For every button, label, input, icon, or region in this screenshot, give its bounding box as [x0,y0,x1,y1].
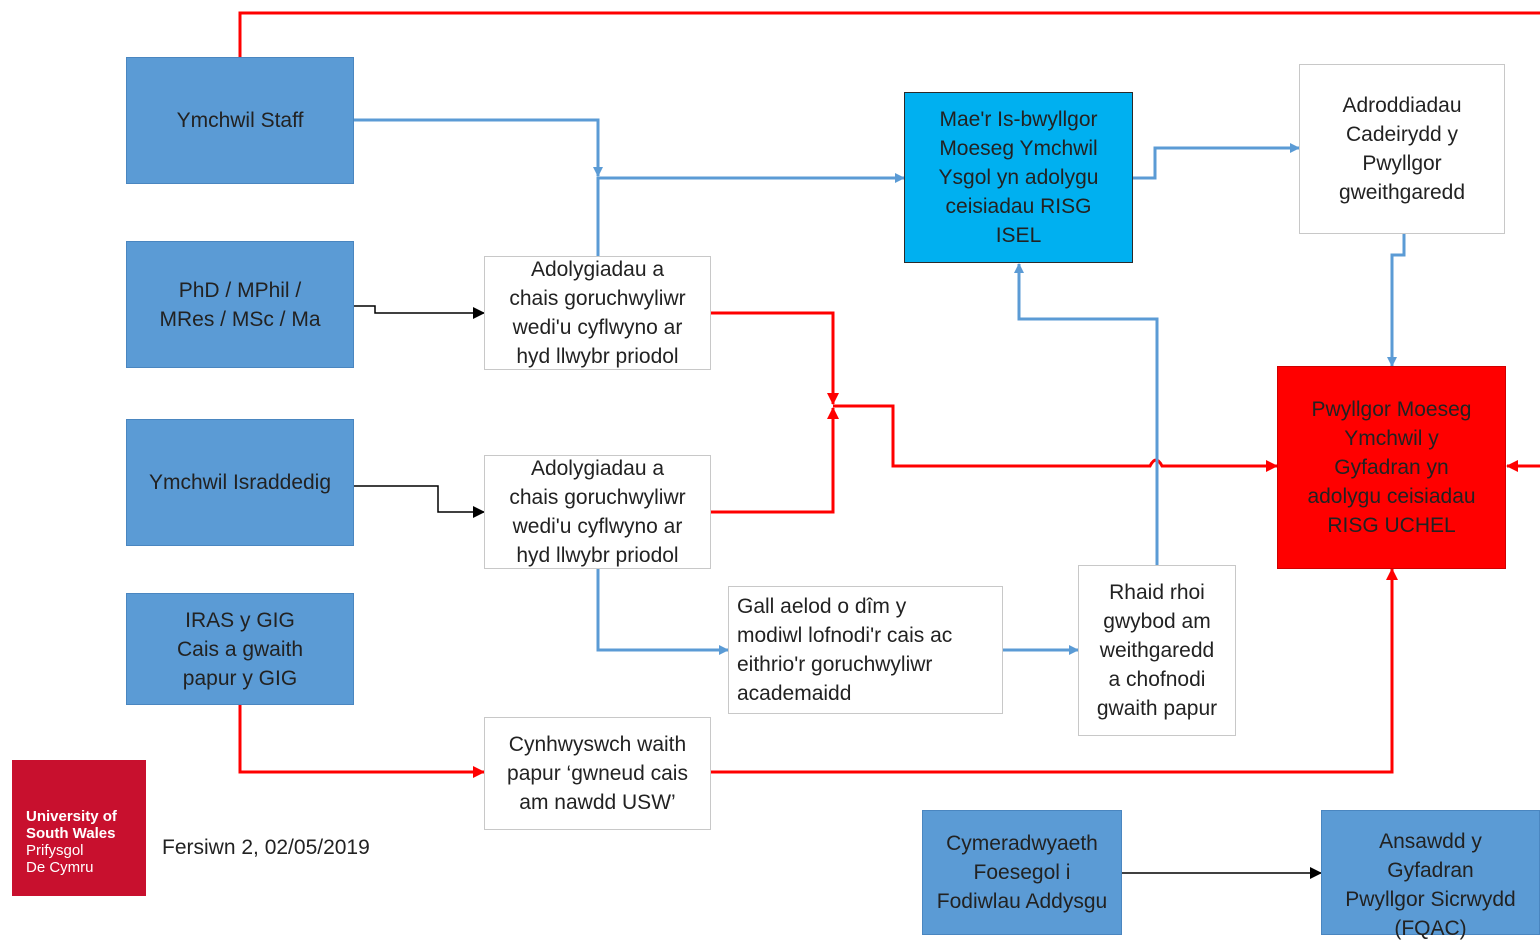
box-teaching-ethical-approval: Cymeradwyaeth Foesegol i Fodiwlau Addysg… [922,810,1122,935]
red-connector-review2 [711,407,839,514]
box-sponsorship-paperwork: Cynhwyswch waith papur ‘gwneud cais am n… [484,717,711,830]
red-connector-iras [238,705,485,778]
blue-connector-lowrisk-chair [1133,143,1300,180]
blue-connector-staff [354,118,603,177]
logo-line-2: South Wales [26,825,116,842]
logo-line-4: De Cymru [26,859,94,876]
red-connector-top [238,11,1540,57]
box-staff-research: Ymchwil Staff [126,57,354,184]
red-connector-junction-highrisk [833,404,1278,472]
blue-connector-to-lowrisk [596,173,905,256]
box-school-low-risk-review: Mae'r Is-bwyllgor Moeseg Ymchwil Ysgol y… [904,92,1133,263]
red-connector-review1 [711,311,839,405]
version-label: Fersiwn 2, 02/05/2019 [162,836,370,859]
blue-connector-inform-lowrisk [1014,263,1159,565]
box-postgraduate-research: PhD / MPhil / MRes / MSc / Ma [126,241,354,368]
box-undergraduate-research: Ymchwil Israddedig [126,419,354,546]
blue-connector-review2-module [596,568,729,655]
blue-connector-chair-highrisk [1387,234,1406,367]
box-inform-activity: Rhaid rhoi gwybod am weithgaredd a chofn… [1078,565,1236,736]
black-connector-undergrad [354,485,485,518]
logo-line-1: University of [26,808,117,825]
box-review-submission-2: Adolygiadau a chais goruchwyliwr wedi'u … [484,455,711,569]
box-module-team-sign: Gall aelod o dîm y modiwl lofnodi'r cais… [728,586,1003,714]
box-fqac: Ansawdd y Gyfadran Pwyllgor Sicrwydd (FQ… [1321,810,1540,940]
red-connector-sponsorship-highrisk [711,568,1398,774]
logo-line-3: Prifysgol [26,842,84,859]
usw-logo: University of South Wales Prifysgol De C… [12,760,146,896]
black-connector-phd [354,305,485,319]
box-faculty-high-risk-review: Pwyllgor Moeseg Ymchwil y Gyfadran yn ad… [1277,366,1506,569]
box-chair-reports: Adroddiadau Cadeirydd y Pwyllgor gweithg… [1299,64,1505,234]
box-iras-nhs: IRAS y GIG Cais a gwaith papur y GIG [126,593,354,705]
box-review-submission-1: Adolygiadau a chais goruchwyliwr wedi'u … [484,256,711,370]
